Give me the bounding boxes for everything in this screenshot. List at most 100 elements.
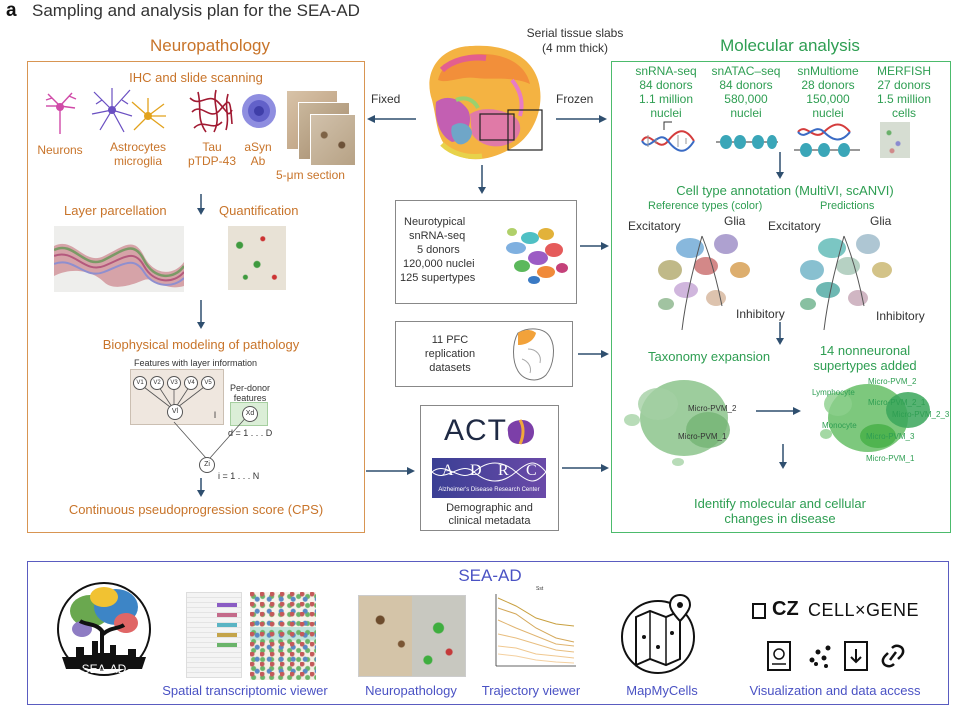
assay-3-name: snMultiome [797, 64, 859, 78]
node-v4: V4 [184, 376, 198, 390]
trajectory-chart: Sst [495, 586, 576, 667]
pfc-line-1: 11 PFC [431, 334, 469, 346]
label-tau: Tau [202, 140, 222, 154]
inhibitory-label-left: Inhibitory [736, 307, 785, 321]
pfc-line-3: datasets [429, 362, 471, 374]
trajectory-chart-title: Sst [536, 586, 544, 592]
arrow-assays-down [776, 152, 784, 179]
taxonomy-left-umap [624, 380, 730, 466]
assay-4-donors: 27 donors [877, 78, 931, 92]
arrow-taxonomy-right [756, 407, 801, 415]
panel-letter: a [6, 0, 17, 21]
label-neurons: Neurons [37, 143, 83, 157]
node-l-label: l [214, 410, 216, 420]
arrow-model-down [197, 478, 205, 497]
reference-umap [658, 234, 750, 331]
molecular-panel [611, 61, 951, 533]
cps-label: Continuous pseudoprogression score (CPS) [68, 502, 324, 517]
adrc-logo: A D R C Alzheimer's Disease Research Cen… [431, 458, 547, 498]
tissue-label-1: Serial tissue slabs [526, 26, 624, 40]
annotation-title: Cell type annotation (MultiVI, scANVI) [676, 183, 894, 198]
right-umap-label-4: Micro-PVM_2_3 [892, 410, 950, 419]
cellxgene-logo-icon [752, 603, 766, 619]
right-umap-label-2: Lymphocyte [812, 388, 855, 397]
quantification-image [228, 226, 286, 290]
neurotypical-umap [506, 228, 568, 284]
right-umap-label-7: Micro-PVM_1 [866, 454, 915, 463]
pfc-box [395, 321, 573, 387]
node-z: Zi [199, 457, 215, 473]
brain-slab-illustration [429, 45, 543, 160]
sea-ad-panel [27, 561, 949, 705]
neuropathology-viewer-image [358, 595, 466, 677]
figure-title: Sampling and analysis plan for the SEA-A… [32, 1, 360, 20]
tissue-label-2: (4 mm thick) [542, 41, 608, 55]
trajectory-viewer-label: Trajectory viewer [481, 683, 581, 698]
assay-3-donors: 28 donors [801, 78, 855, 92]
assay-1-unit: nuclei [650, 106, 682, 120]
layer-parcellation-image [54, 226, 184, 292]
mapmycells-label: MapMyCells [626, 683, 698, 698]
label-microglia: microglia [113, 154, 162, 168]
asyn-icon [242, 94, 276, 128]
download-icon [844, 641, 868, 671]
neuropathology-header: Neuropathology [149, 36, 271, 55]
spatial-viewer-label: Spatial transcriptomic viewer [162, 683, 328, 698]
act-brain-icon [507, 419, 534, 445]
ihc-title: IHC and slide scanning [129, 70, 263, 85]
left-umap-label-2: Micro-PVM_1 [678, 432, 727, 441]
tau-icon [189, 89, 233, 133]
cellxgene-name: CELL×GENE [808, 600, 920, 620]
label-astrocytes: Astrocytes [109, 140, 166, 154]
link-icon [881, 644, 905, 668]
right-umap-label-1: Micro-PVM_2 [868, 377, 917, 386]
per-donor-label-1: Per-donor [229, 383, 271, 393]
arrow-fixed [367, 115, 416, 123]
neurotypical-line-4: 120,000 nuclei [403, 258, 475, 270]
neurotypical-line-1: Neurotypical [404, 216, 466, 228]
arrow-expansion-down [779, 444, 787, 469]
chromatin-icon [716, 135, 778, 149]
label-section: 5-μm section [276, 168, 345, 182]
assay-2-name: snATAC–seq [711, 64, 781, 78]
assay-2-unit: nuclei [730, 106, 762, 120]
demographic-line-2: clinical metadata [448, 515, 531, 527]
taxonomy-label: Taxonomy expansion [648, 349, 771, 364]
label-asyn: aSyn [244, 140, 272, 154]
neurotypical-line-3: 5 donors [417, 244, 460, 256]
document-icon [767, 641, 791, 671]
adrc-letter-c: C [526, 462, 537, 479]
neurotypical-line-5: 125 supertypes [400, 272, 476, 284]
arrow-pfc-right [578, 350, 609, 358]
right-umap-label-5: Monocyte [822, 421, 857, 430]
astrocyte-icon [91, 88, 133, 133]
sea-ad-logo-text: SEA-AD [81, 662, 127, 676]
quantification-title: Quantification [219, 203, 299, 218]
sea-ad-tree-logo [57, 582, 151, 676]
layer-parcellation-title: Layer parcellation [64, 203, 167, 218]
predictions-label: Predictions [820, 200, 875, 212]
d-range-label: d = 1 . . . D [228, 428, 273, 438]
node-v2: V2 [150, 376, 164, 390]
assay-2-donors: 84 donors [719, 78, 773, 92]
assay-4-name: MERFISH [877, 64, 931, 78]
dna-icon [641, 121, 695, 152]
cellxgene-cz: CZ [772, 598, 799, 620]
right-umap-label-6: Micro-PVM_3 [866, 432, 915, 441]
pfc-brain-icon [513, 328, 554, 381]
arrow-parcellation-down [197, 300, 205, 329]
section-image-front [310, 114, 356, 166]
arrow-ihc-down [197, 194, 205, 215]
nonneuronal-line-1: 14 nonneuronal [819, 343, 911, 358]
excitatory-label-left: Excitatory [628, 219, 681, 233]
spatial-cells-image [250, 592, 316, 680]
pfc-line-2: replication [424, 348, 476, 360]
fixed-label: Fixed [371, 92, 401, 106]
adrc-subtitle: Alzheimer's Disease Research Center [438, 487, 540, 493]
left-umap-label-1: Micro-PVM_2 [688, 404, 737, 413]
node-v3: V3 [167, 376, 181, 390]
scatter-icon [809, 645, 831, 668]
biophysical-title: Biophysical modeling of pathology [102, 337, 300, 352]
label-ab: Ab [250, 154, 266, 168]
spatial-viewer-screenshot [186, 592, 242, 678]
